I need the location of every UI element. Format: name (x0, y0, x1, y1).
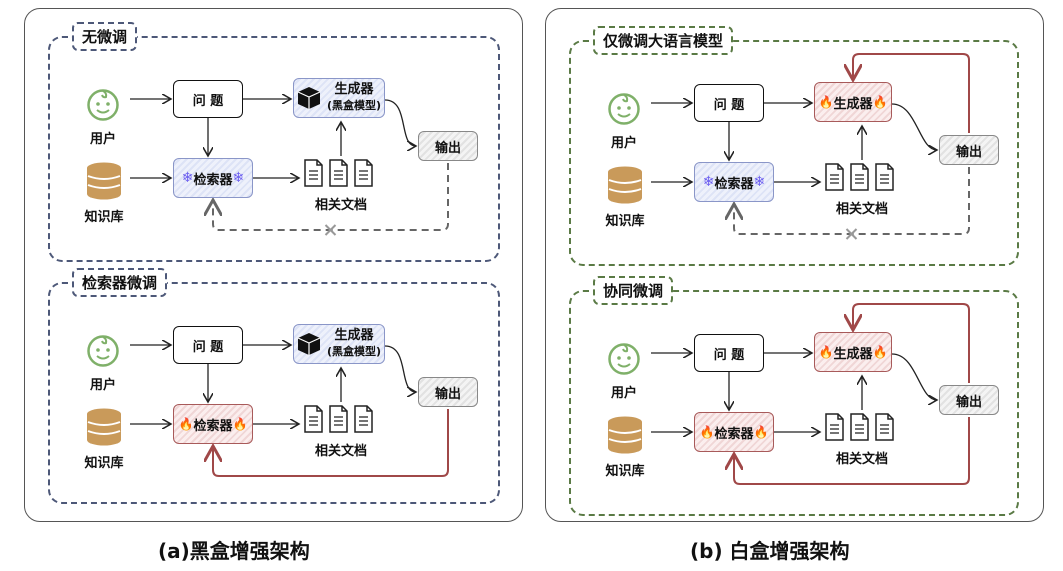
kb-label: 知识库 (84, 210, 124, 225)
user-label: 用户 (89, 132, 116, 147)
output-node: 输出 (939, 385, 999, 415)
generator-node: 生成器 (黑盒模型) (293, 324, 385, 364)
document-icon (353, 404, 374, 436)
document-icon (328, 158, 349, 190)
user-icon (86, 88, 120, 122)
fire-icon: 🔥 (178, 417, 194, 431)
question-node: 问 题 (694, 334, 764, 372)
fire-icon: 🔥 (872, 95, 888, 109)
retriever-node: 🔥检索器🔥 (694, 412, 774, 452)
database-icon (86, 162, 122, 200)
generator-label: 生成器 (334, 328, 374, 343)
database-icon (86, 408, 122, 446)
snowflake-icon: ❄ (181, 170, 194, 186)
group-1-0: 仅微调大语言模型 (569, 26, 1019, 266)
document-icon (874, 162, 895, 194)
document-icon (824, 162, 845, 194)
output-node: 输出 (418, 131, 478, 161)
blackbox-cube-icon (297, 86, 321, 110)
group-tag: 无微调 (72, 22, 138, 51)
fire-icon: 🔥 (753, 425, 769, 439)
generator-label: 生成器 (334, 82, 374, 97)
group-0-0: 无微调 (48, 22, 500, 262)
snowflake-icon: ❄ (232, 170, 245, 186)
caption-a: (a)黑盒增强架构 (158, 539, 310, 563)
docs-label: 相关文档 (314, 444, 367, 459)
question-node: 问 题 (694, 84, 764, 122)
group-0-1: 检索器微调 (48, 268, 500, 504)
docs-label: 相关文档 (314, 198, 367, 213)
group-1-1: 协同微调 (569, 276, 1019, 516)
generator-node: 生成器 (黑盒模型) (293, 78, 385, 118)
user-icon (86, 334, 120, 368)
document-icon (849, 162, 870, 194)
generator-label: 生成器 (833, 96, 873, 112)
snowflake-icon: ❄ (702, 174, 715, 190)
document-icon (353, 158, 374, 190)
user-icon (607, 92, 641, 126)
retriever-label: 检索器 (193, 172, 233, 188)
generator-node: 🔥生成器🔥 (814, 82, 892, 122)
snowflake-icon: ❄ (753, 174, 766, 190)
kb-label: 知识库 (605, 214, 645, 229)
kb-label: 知识库 (84, 456, 124, 471)
user-label: 用户 (89, 378, 116, 393)
document-icon (303, 158, 324, 190)
generator-text: 生成器 (黑盒模型) (327, 82, 381, 114)
fire-icon: 🔥 (232, 417, 248, 431)
generator-sub-label: (黑盒模型) (326, 345, 382, 358)
retriever-node: ❄检索器❄ (173, 158, 253, 198)
fire-icon: 🔥 (699, 425, 715, 439)
database-icon (607, 166, 643, 204)
database-icon (607, 416, 643, 454)
generator-node: 🔥生成器🔥 (814, 332, 892, 372)
caption-b: (b) 白盒增强架构 (690, 539, 850, 563)
docs-label: 相关文档 (835, 452, 888, 467)
documents-icon (824, 162, 900, 194)
generator-text: 生成器 (黑盒模型) (327, 328, 381, 360)
documents-icon (303, 404, 379, 436)
docs-label: 相关文档 (835, 202, 888, 217)
user-label: 用户 (610, 386, 637, 401)
documents-icon (824, 412, 900, 444)
group-tag: 仅微调大语言模型 (593, 26, 734, 55)
user-label: 用户 (610, 136, 637, 151)
blackbox-cube-icon (297, 332, 321, 356)
retriever-label: 检索器 (714, 176, 754, 192)
fire-icon: 🔥 (818, 345, 834, 359)
generator-sub-label: (黑盒模型) (326, 99, 382, 112)
retriever-node: ❄检索器❄ (694, 162, 774, 202)
output-node: 输出 (939, 135, 999, 165)
output-node: 输出 (418, 377, 478, 407)
fire-icon: 🔥 (872, 345, 888, 359)
fire-icon: 🔥 (818, 95, 834, 109)
retriever-label: 检索器 (714, 426, 754, 442)
document-icon (328, 404, 349, 436)
user-icon (607, 342, 641, 376)
generator-label: 生成器 (833, 346, 873, 362)
document-icon (303, 404, 324, 436)
retriever-label: 检索器 (193, 418, 233, 434)
retriever-node: 🔥检索器🔥 (173, 404, 253, 444)
question-node: 问 题 (173, 80, 243, 118)
document-icon (849, 412, 870, 444)
group-tag: 检索器微调 (72, 268, 168, 297)
group-tag: 协同微调 (593, 276, 674, 305)
document-icon (874, 412, 895, 444)
document-icon (824, 412, 845, 444)
kb-label: 知识库 (605, 464, 645, 479)
documents-icon (303, 158, 379, 190)
question-node: 问 题 (173, 326, 243, 364)
